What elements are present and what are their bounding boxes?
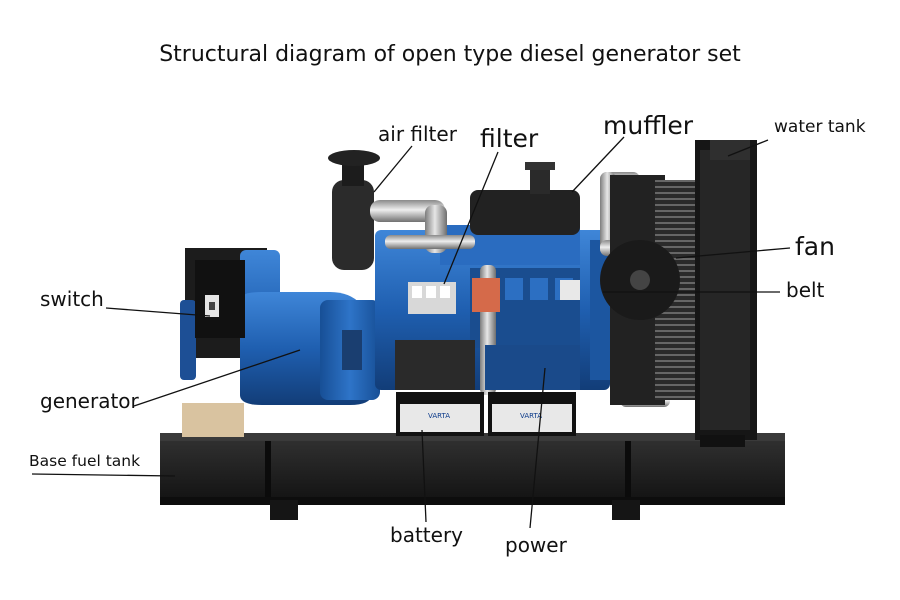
label-fan: fan	[795, 232, 835, 261]
leader-switch	[105, 307, 211, 317]
label-switch: switch	[40, 287, 104, 311]
label-power: power	[505, 533, 567, 557]
base-fuel-tank-frame	[160, 433, 785, 520]
leader-filter	[443, 151, 499, 285]
battery-brand-right: VARTA	[520, 412, 542, 420]
leader-power	[529, 367, 546, 529]
leader-battery	[421, 429, 427, 523]
leader-air-filter	[373, 145, 413, 193]
air-filter	[328, 150, 447, 270]
leader-generator	[133, 349, 301, 407]
engine-lower-block	[395, 340, 475, 390]
cardboard-box	[182, 403, 244, 437]
leader-muffler	[571, 136, 625, 193]
label-base-fuel-tank: Base fuel tank	[29, 452, 141, 470]
label-air-filter: air filter	[378, 122, 457, 146]
label-battery: battery	[390, 523, 463, 547]
battery-brand-left: VARTA	[428, 412, 450, 420]
label-belt: belt	[786, 278, 825, 302]
leader-base-fuel-tank	[31, 473, 176, 477]
fan	[600, 240, 680, 320]
label-water-tank: water tank	[774, 117, 866, 137]
leader-lines	[31, 136, 791, 529]
label-filter: filter	[480, 124, 539, 153]
batteries: VARTA VARTA	[396, 392, 576, 436]
label-generator: generator	[40, 389, 139, 413]
oil-pan	[485, 345, 580, 390]
leader-fan	[675, 247, 791, 259]
leader-water-tank	[727, 139, 769, 157]
muffler	[470, 162, 580, 235]
generator-alternator	[180, 248, 380, 405]
diagram-title: Structural diagram of open type diesel g…	[159, 42, 741, 67]
label-muffler: muffler	[603, 111, 694, 140]
